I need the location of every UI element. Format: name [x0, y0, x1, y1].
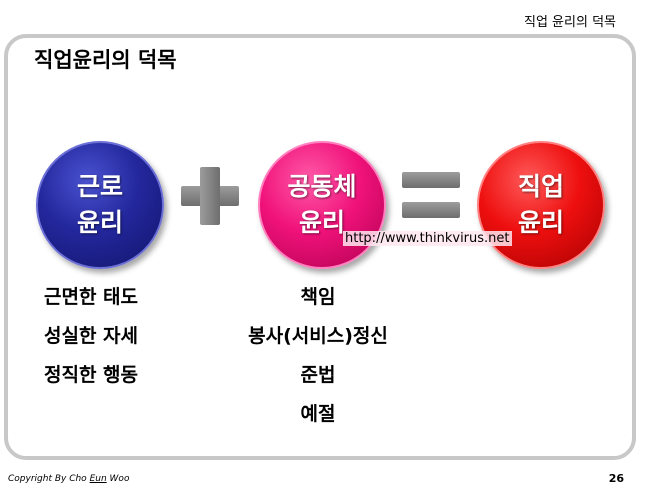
equals-icon [402, 172, 460, 218]
watermark-url: http://www.thinkvirus.net [343, 231, 512, 246]
copyright-name: Eun [89, 474, 107, 484]
labor-ethics-circle: 근로 윤리 [36, 141, 164, 269]
list-item: 책임 [300, 286, 336, 308]
list-item: 근면한 태도 [44, 286, 139, 308]
list-item: 성실한 자세 [44, 325, 139, 347]
circle-label-line2: 윤리 [517, 208, 564, 237]
page-number: 26 [608, 472, 624, 485]
copyright-suffix: Woo [106, 474, 130, 484]
labor-virtues-list: 근면한 태도 성실한 자세 정직한 행동 [44, 278, 138, 395]
circle-label-line1: 공동체 [287, 172, 357, 201]
work-ethics-circle: 직업 윤리 [477, 141, 605, 269]
slide-title: 직업윤리의 덕목 [34, 48, 177, 72]
circle-label-line2: 윤리 [76, 208, 123, 237]
circle-label-line2: 윤리 [298, 208, 345, 237]
copyright-text: Copyright By Cho Eun Woo [8, 474, 129, 484]
copyright-prefix: Copyright By Cho [8, 474, 90, 484]
community-virtues-list: 책임 봉사(서비스)정신 준법 예절 [232, 278, 404, 434]
community-ethics-circle: 공동체 윤리 [258, 141, 386, 269]
circle-label-line1: 직업 [517, 172, 564, 201]
list-item: 예절 [300, 403, 336, 425]
circle-label-line1: 근로 [76, 172, 123, 201]
header-title: 직업 윤리의 덕목 [524, 15, 616, 30]
list-item: 봉사(서비스)정신 [248, 325, 388, 347]
plus-icon [181, 167, 239, 225]
list-item: 정직한 행동 [44, 364, 139, 386]
list-item: 준법 [300, 364, 336, 386]
